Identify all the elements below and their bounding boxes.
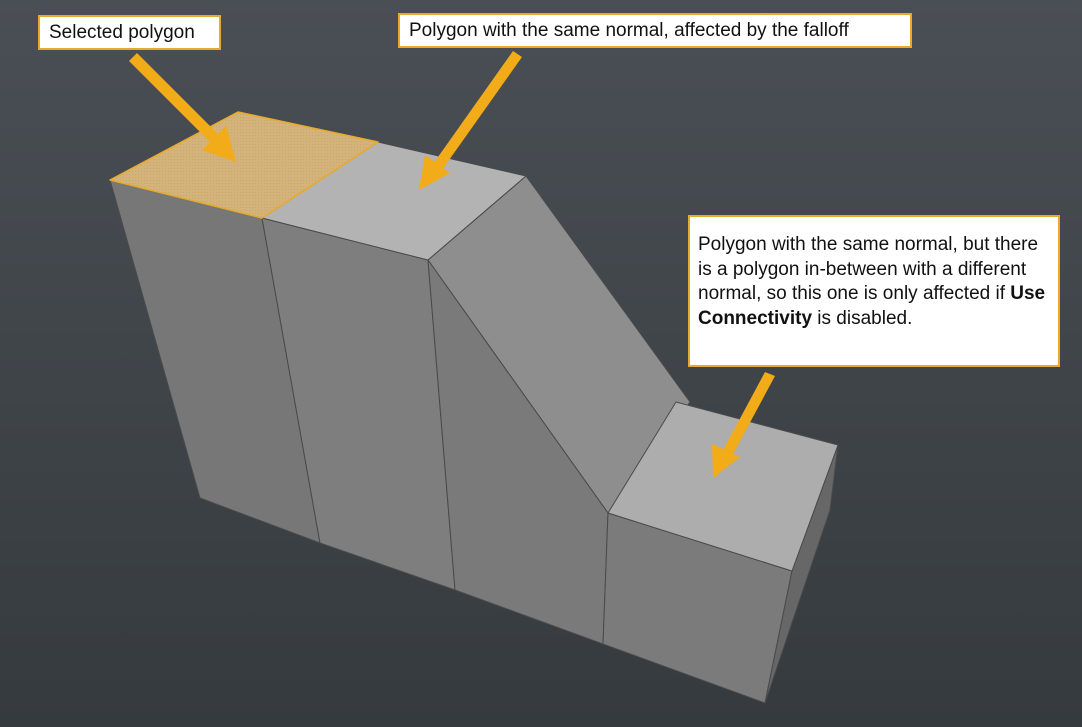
arrow-selected-head bbox=[202, 126, 236, 162]
arrow-connectivity-head bbox=[712, 444, 740, 478]
callout-connectivity-polygon: Polygon with the same normal, but there … bbox=[688, 215, 1060, 367]
selected-polygon-face bbox=[109, 111, 379, 219]
callout-connectivity-text-before: Polygon with the same normal, but there … bbox=[698, 234, 1039, 304]
arrow-down-left-icon bbox=[419, 51, 522, 190]
callout-falloff-polygon: Polygon with the same normal, affected b… bbox=[398, 13, 912, 48]
callout-connectivity-text-after: is disabled. bbox=[812, 307, 913, 329]
callout-falloff-text: Polygon with the same normal, affected b… bbox=[409, 20, 849, 41]
arrow-down-left-icon bbox=[129, 53, 236, 162]
callout-selected-text: Selected polygon bbox=[49, 22, 195, 43]
arrows bbox=[129, 51, 775, 478]
mesh bbox=[109, 111, 839, 704]
arrow-falloff-head bbox=[419, 155, 450, 190]
callout-connectivity-emphasis: Use Connectivity bbox=[698, 283, 1046, 329]
top-face-low bbox=[607, 401, 839, 572]
arrow-down-left-icon bbox=[712, 372, 775, 478]
callout-selected-polygon: Selected polygon bbox=[38, 15, 221, 50]
arrow-falloff-shaft bbox=[433, 51, 522, 170]
arrow-connectivity-shaft bbox=[722, 372, 775, 456]
arrow-selected-shaft bbox=[129, 53, 222, 146]
